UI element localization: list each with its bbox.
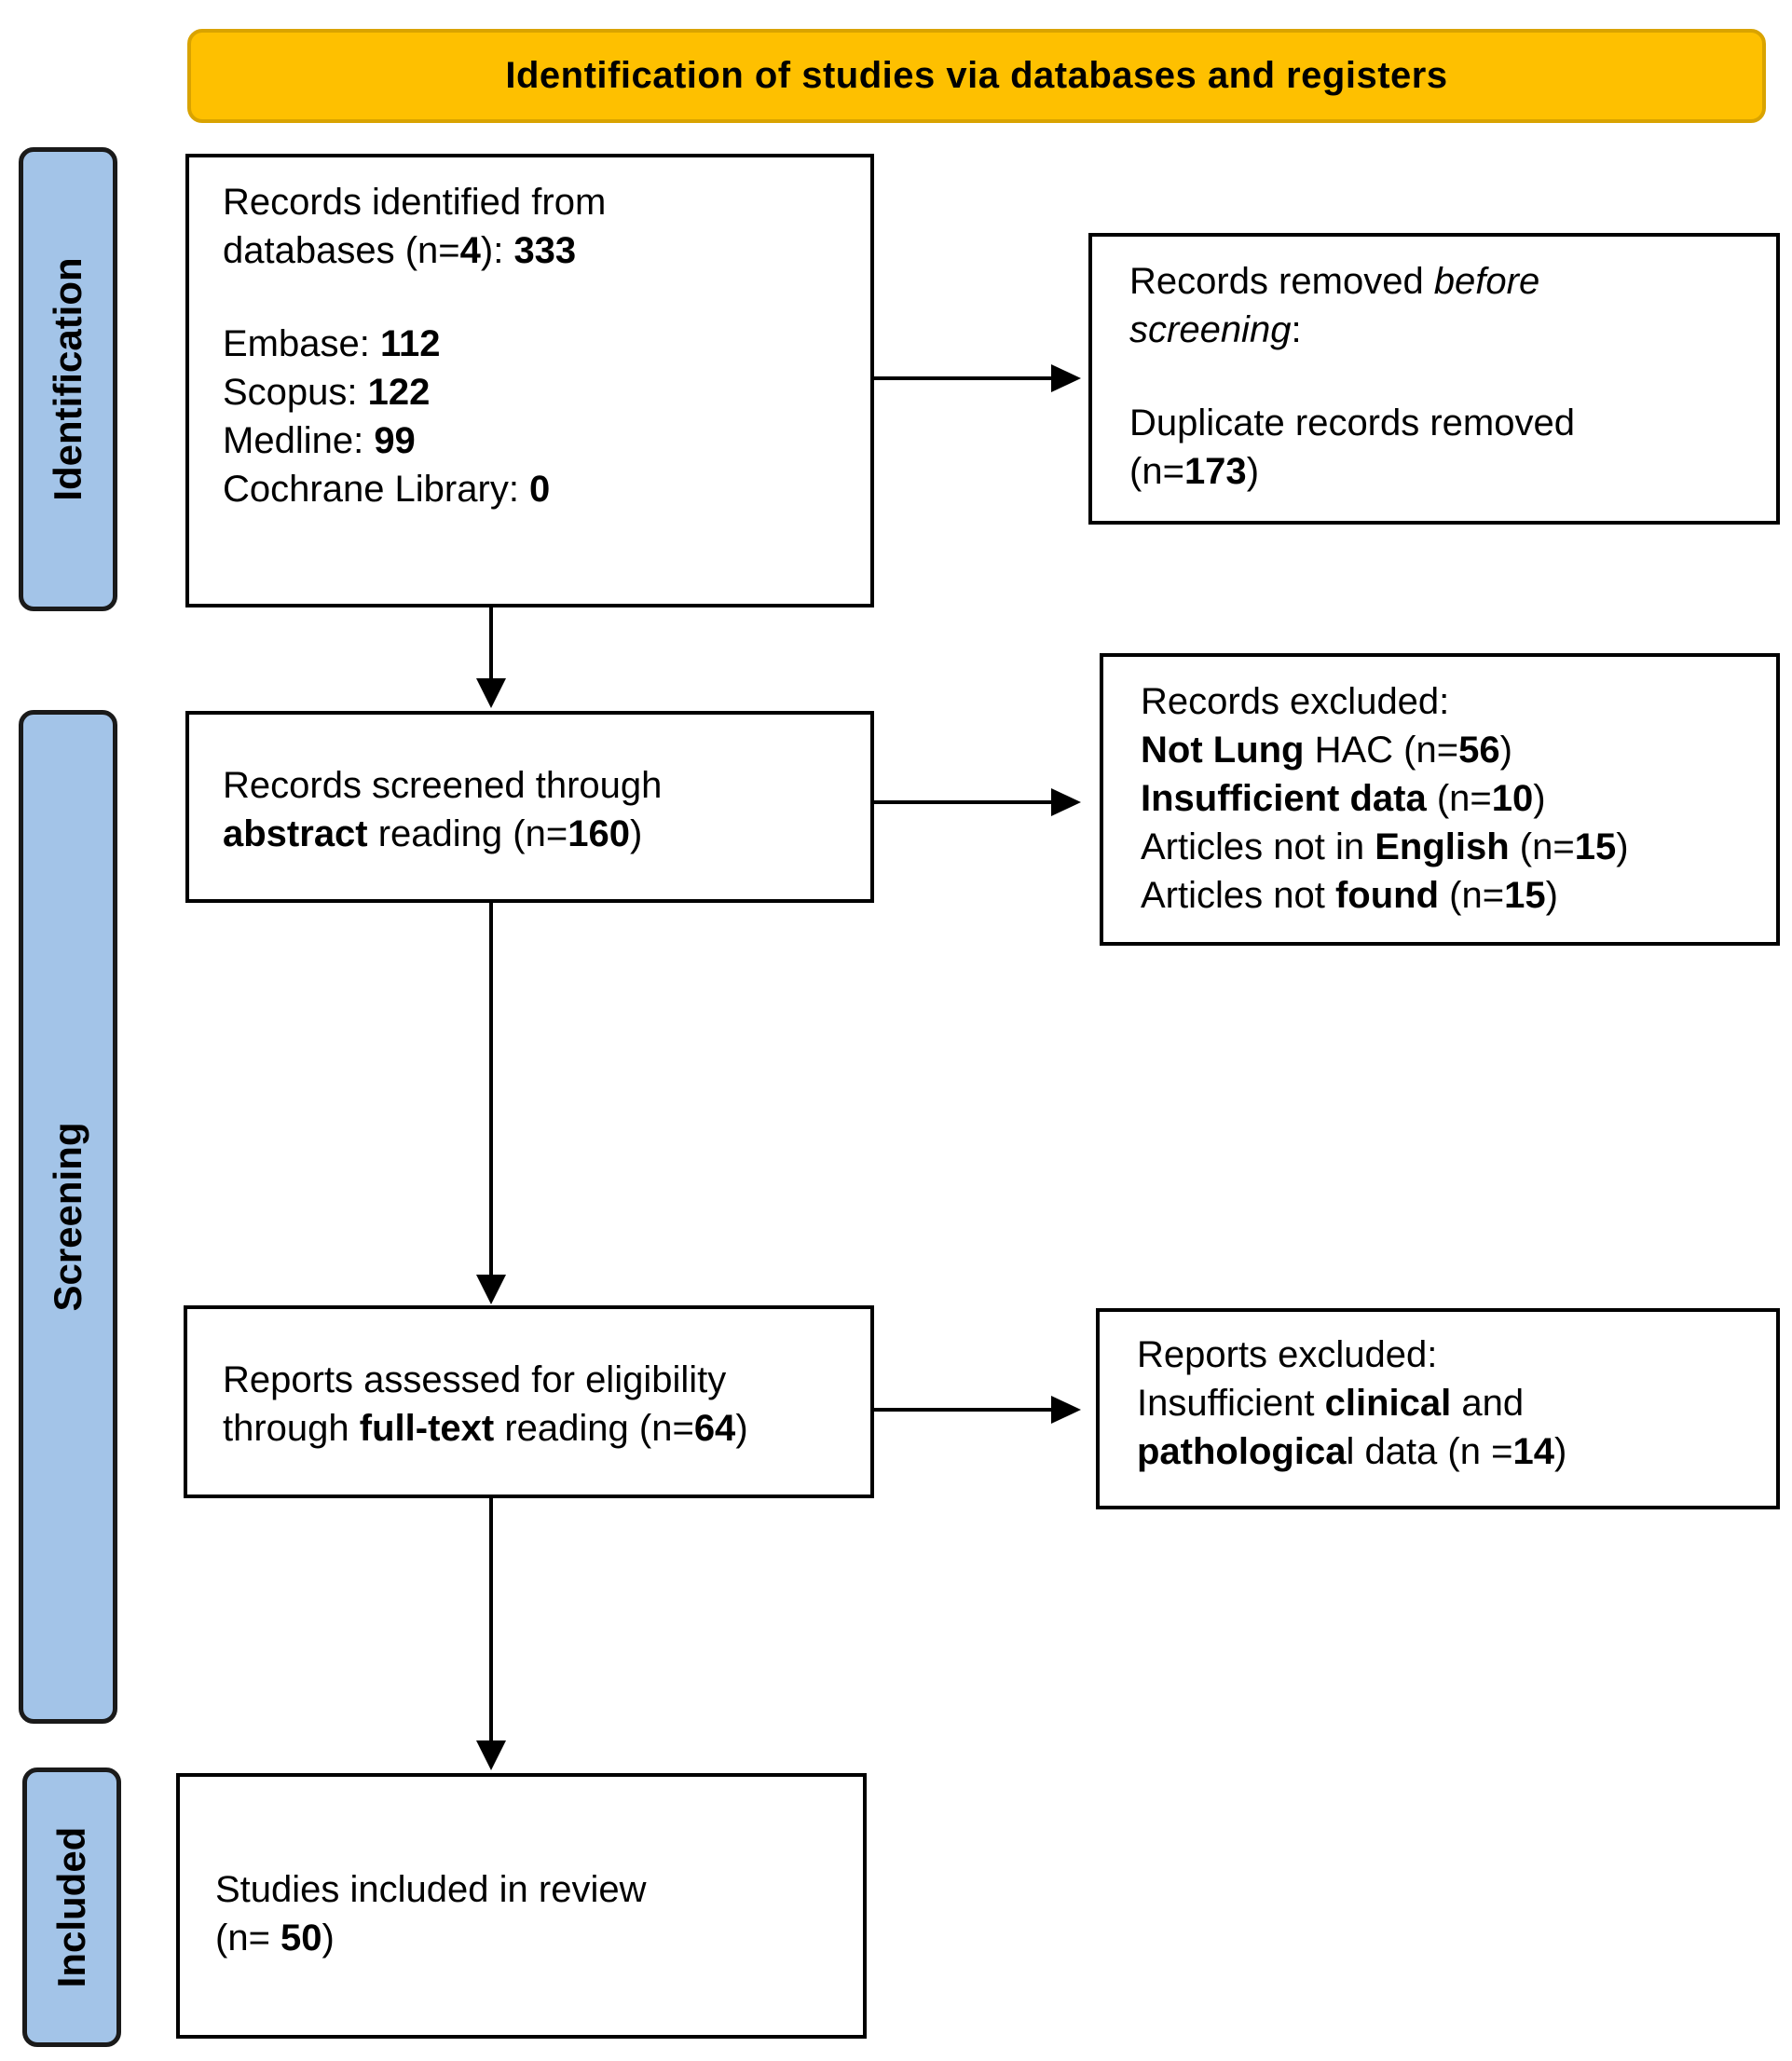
records-removed-box: Records removed before screening: Duplic… (1088, 233, 1780, 525)
identified-embase: Embase: 112 (223, 323, 441, 364)
header-banner: Identification of studies via databases … (187, 29, 1766, 123)
reports-excluded-box: Reports excluded: Insufficient clinical … (1096, 1308, 1780, 1509)
excluded-not-english: Articles not in English (n=15) (1141, 826, 1629, 867)
excluded-insufficient-data: Insufficient data (n=10) (1141, 778, 1546, 819)
arrowhead (476, 1740, 506, 1770)
identified-scopus: Scopus: 122 (223, 372, 431, 413)
reports-assessed-box: Reports assessed for eligibility through… (184, 1305, 874, 1498)
removed-line-4: (n=173) (1129, 451, 1260, 492)
assessed-line-2: through full-text reading (n=64) (223, 1408, 748, 1449)
removed-line-1: Records removed before (1129, 261, 1540, 302)
removed-line-2: screening: (1129, 309, 1302, 350)
identified-line-1: Records identified from (223, 182, 607, 223)
reports-excluded-line-3: pathological data (n =14) (1137, 1431, 1567, 1472)
excluded-title: Records excluded: (1141, 681, 1450, 722)
stage-screening: Screening (19, 710, 117, 1724)
records-identified-box: Records identified from databases (n=4):… (185, 154, 874, 607)
stage-screening-label: Screening (46, 1122, 89, 1312)
included-line-2: (n= 50) (215, 1918, 335, 1959)
reports-excluded-title: Reports excluded: (1137, 1334, 1438, 1375)
screened-line-1: Records screened through (223, 765, 663, 806)
header-title: Identification of studies via databases … (505, 55, 1448, 96)
excluded-not-lung: Not Lung HAC (n=56) (1141, 730, 1512, 771)
identified-medline: Medline: 99 (223, 420, 416, 461)
stage-identification: Identification (19, 147, 117, 611)
arrowhead (476, 1275, 506, 1304)
included-line-1: Studies included in review (215, 1869, 647, 1910)
identified-cochrane: Cochrane Library: 0 (223, 469, 551, 510)
screened-line-2: abstract reading (n=160) (223, 813, 643, 854)
records-excluded-box: Records excluded: Not Lung HAC (n=56) In… (1100, 653, 1780, 946)
arrowhead (1051, 364, 1081, 392)
excluded-not-found: Articles not found (n=15) (1141, 875, 1558, 916)
stage-identification-label: Identification (46, 257, 89, 501)
identified-line-2: databases (n=4): 333 (223, 230, 577, 271)
assessed-line-1: Reports assessed for eligibility (223, 1359, 727, 1400)
records-screened-box: Records screened through abstract readin… (185, 711, 874, 903)
stage-included-label: Included (49, 1826, 93, 1988)
arrowhead (1051, 1396, 1081, 1424)
arrowhead (1051, 788, 1081, 816)
stage-included: Included (22, 1768, 121, 2047)
arrowhead (476, 678, 506, 708)
studies-included-box: Studies included in review (n= 50) (176, 1773, 867, 2039)
removed-line-3: Duplicate records removed (1129, 403, 1575, 444)
reports-excluded-line-2: Insufficient clinical and (1137, 1383, 1525, 1424)
